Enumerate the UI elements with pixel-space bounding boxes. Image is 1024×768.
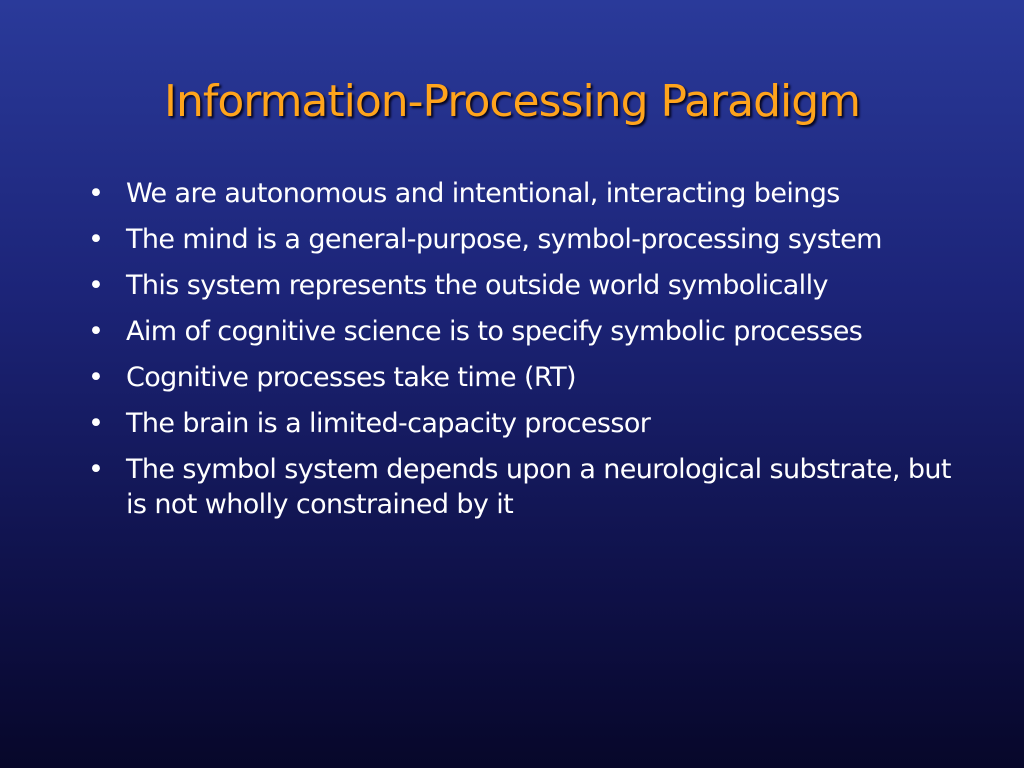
bullet-text: The mind is a general-purpose, symbol-pr… (126, 224, 882, 255)
bullet-text: Cognitive processes take time (RT) (126, 362, 577, 393)
bullet-item-3: • This system represents the outside wor… (86, 268, 966, 303)
bullet-item-2: • The mind is a general-purpose, symbol-… (86, 222, 966, 257)
bullet-item-6: • The brain is a limited-capacity proces… (86, 406, 966, 441)
slide-title: Information-Processing Paradigm (163, 76, 861, 127)
bullet-item-4: • Aim of cognitive science is to specify… (86, 314, 966, 349)
bullet-item-1: • We are autonomous and intentional, int… (86, 176, 966, 211)
bullet-list: • We are autonomous and intentional, int… (86, 176, 966, 533)
bullet-marker: • (88, 454, 104, 485)
bullet-marker: • (88, 178, 104, 209)
bullet-item-7: • The symbol system depends upon a neuro… (86, 452, 966, 522)
bullet-text: The symbol system depends upon a neurolo… (126, 454, 951, 520)
bullet-text: We are autonomous and intentional, inter… (126, 178, 840, 209)
bullet-text: Aim of cognitive science is to specify s… (126, 316, 863, 347)
bullet-marker: • (88, 316, 104, 347)
bullet-marker: • (88, 408, 104, 439)
bullet-marker: • (88, 362, 104, 393)
bullet-item-5: • Cognitive processes take time (RT) (86, 360, 966, 395)
bullet-text: The brain is a limited-capacity processo… (126, 408, 651, 439)
bullet-marker: • (88, 270, 104, 301)
bullet-text: This system represents the outside world… (126, 270, 828, 301)
bullet-marker: • (88, 224, 104, 255)
